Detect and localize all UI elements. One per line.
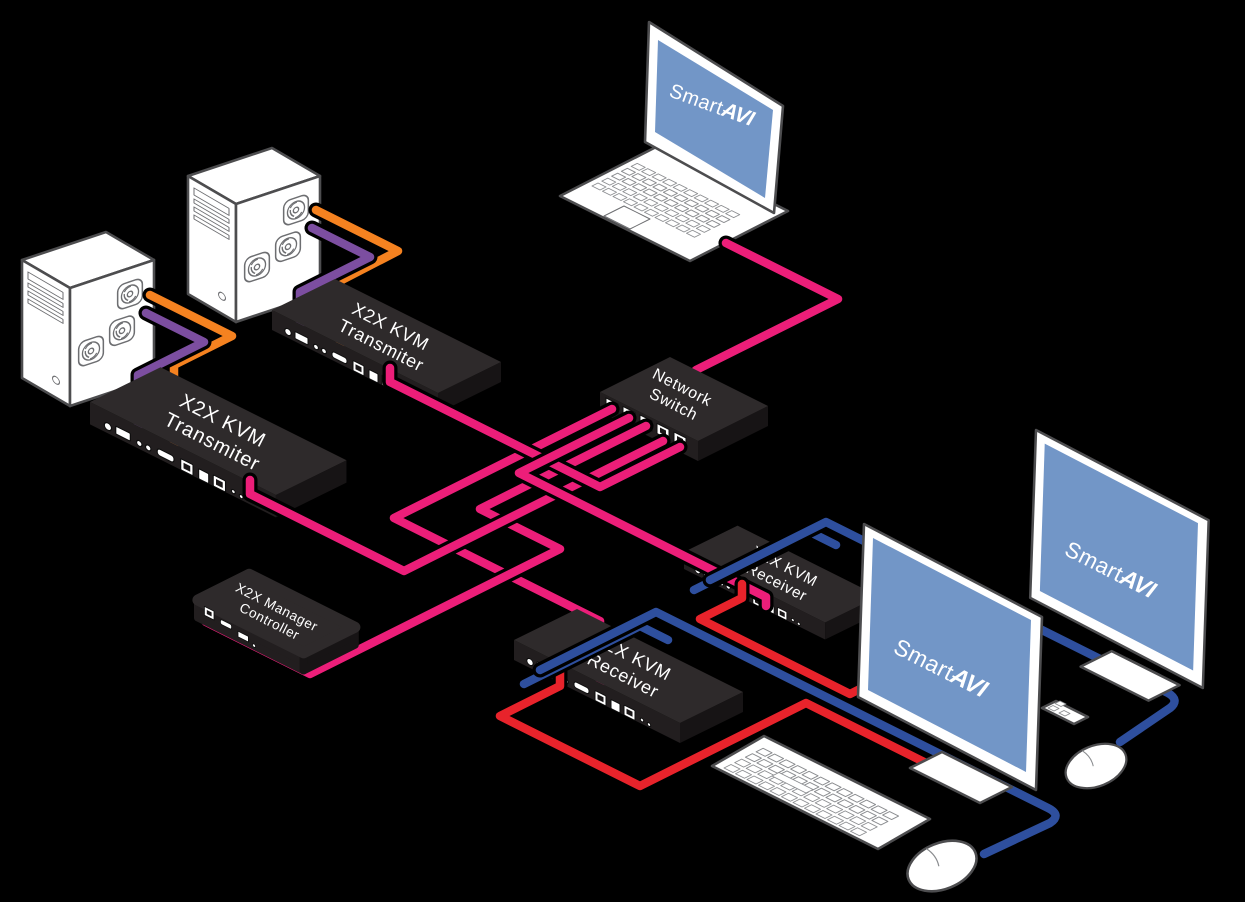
manager-controller: X2X Manager Controller — [192, 568, 361, 675]
cable-red-receiver2-to-monitor1 — [492, 664, 942, 794]
cable-pink-laptop-to-switch — [688, 235, 846, 378]
keyboard-keys — [723, 747, 900, 837]
monitor-2: Smart- AVI — [1028, 428, 1210, 702]
laptop: Smart- AVI — [558, 20, 790, 263]
keyboard-spacebar — [771, 772, 814, 794]
mouse-1 — [898, 829, 986, 902]
transmitter-1: X2X KVM Transmiter — [272, 279, 501, 413]
laptop-trackpad-icon — [603, 205, 651, 230]
transmitter-2: X2X KVM Transmiter — [90, 367, 347, 518]
cable-pink-switch-to-receiver1 — [511, 410, 774, 614]
cable-blue-receiver2-to-mouse1 — [532, 604, 1063, 862]
monitor-2-stand-base — [1079, 649, 1181, 702]
monitor-1-stand-base — [908, 750, 1014, 805]
cable-pink-transmitter2-to-switch — [242, 433, 671, 579]
controller-ports — [204, 605, 257, 648]
laptop-screen — [655, 40, 773, 198]
monitor-2-screen — [1039, 443, 1198, 671]
keyboard — [710, 734, 932, 851]
keyboard-2 — [1040, 699, 1090, 726]
monitor-1: Smart- AVI — [856, 522, 1044, 805]
monitor-1-screen — [868, 538, 1031, 772]
cable-blue-receiver1-to-mouse2 — [702, 514, 1182, 750]
cable-pink-transmitter1-to-switch — [382, 360, 688, 495]
